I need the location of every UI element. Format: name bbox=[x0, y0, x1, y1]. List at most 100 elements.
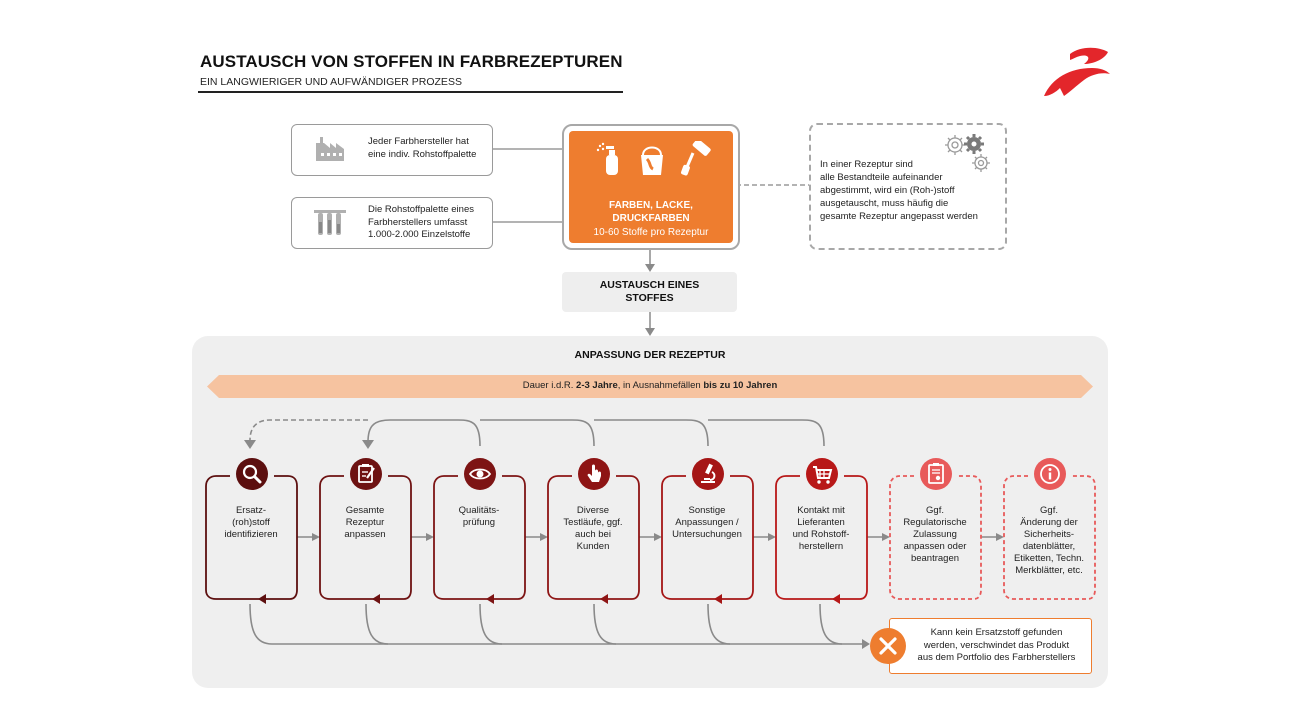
step-line: Ggf. bbox=[926, 505, 944, 516]
note-line: gesamte Rezeptur angepasst werden bbox=[820, 211, 978, 222]
step-line: Sicherheits- bbox=[1023, 529, 1075, 540]
step-2-label: Gesamte Rezeptur anpassen bbox=[320, 505, 410, 541]
eye-icon bbox=[468, 468, 492, 480]
shopping-cart-icon bbox=[813, 466, 833, 484]
duration-arrow bbox=[207, 375, 1093, 398]
step-line: Gesamte bbox=[345, 505, 385, 516]
step-7-circle bbox=[920, 458, 952, 490]
note-line: alle Bestandteile aufeinander bbox=[820, 172, 943, 183]
central-subtitle: 10-60 Stoffe pro Rezeptur bbox=[593, 227, 709, 238]
exchange-line: STOFFES bbox=[625, 292, 674, 304]
step-4-circle bbox=[578, 458, 610, 490]
adaptation-title: ANPASSUNG DER REZEPTUR bbox=[574, 349, 726, 361]
central-product-box: FARBEN, LACKE, DRUCKFARBEN 10-60 Stoffe … bbox=[562, 124, 740, 250]
step-line: prüfung bbox=[462, 517, 496, 528]
end-line: aus dem Portfolio des Farbherstellers bbox=[917, 652, 1076, 663]
duration-prefix: Dauer i.d.R. bbox=[522, 380, 577, 391]
step-line: Sonstige bbox=[688, 505, 726, 516]
step-5-label: Sonstige Anpassungen / Untersuchungen bbox=[662, 505, 752, 541]
step-line: anpassen oder bbox=[903, 541, 967, 552]
note-line: In einer Rezeptur sind bbox=[820, 159, 913, 170]
spray-can-icon bbox=[596, 142, 618, 175]
page-subtitle: EIN LANGWIERIGER UND AUFWÄNDIGER PROZESS bbox=[200, 76, 462, 88]
info-line: Farbherstellers umfasst bbox=[368, 216, 468, 228]
step-3-circle bbox=[464, 458, 496, 490]
step-line: Untersuchungen bbox=[672, 529, 742, 540]
end-circle bbox=[870, 628, 906, 664]
central-title: FARBEN, LACKE, DRUCKFARBEN bbox=[569, 199, 733, 225]
duration-mid: , in Ausnahmefällen bbox=[617, 380, 704, 391]
info-box-substance-count: Die Rohstoffpalette eines Farbhersteller… bbox=[291, 197, 493, 249]
microscope-icon bbox=[701, 463, 716, 483]
central-title-line: FARBEN, LACKE, bbox=[609, 200, 693, 211]
factory-icon bbox=[316, 137, 344, 161]
step-line: (roh)stoff bbox=[232, 517, 270, 528]
gears-icon bbox=[945, 134, 990, 172]
step-line: Änderung der bbox=[1020, 517, 1078, 528]
step-line: herstellern bbox=[798, 541, 844, 552]
step-line: Lieferanten bbox=[797, 517, 845, 528]
step-line: Kontakt mit bbox=[797, 505, 845, 516]
brand-logo-icon bbox=[1044, 47, 1110, 96]
duration-typical: 2-3 Jahre bbox=[576, 380, 618, 391]
step-8-circle bbox=[1034, 458, 1066, 490]
step-8-label: Ggf. Änderung der Sicherheits- datenblät… bbox=[1004, 505, 1094, 577]
step-line: Etiketten, Techn. bbox=[1013, 553, 1085, 564]
title-underline bbox=[198, 91, 623, 93]
step-4-label: Diverse Testläufe, ggf. auch bei Kunden bbox=[548, 505, 638, 553]
note-line: abgestimmt, wird ein (Roh-)stoff bbox=[820, 185, 955, 196]
step-1-label: Ersatz- (roh)stoff identifizieren bbox=[206, 505, 296, 541]
step-line: beantragen bbox=[910, 553, 960, 564]
step-line: Regulatorische bbox=[903, 517, 967, 528]
info-line: Die Rohstoffpalette eines bbox=[368, 204, 474, 215]
central-product-panel: FARBEN, LACKE, DRUCKFARBEN 10-60 Stoffe … bbox=[569, 131, 733, 243]
step-1-circle bbox=[236, 458, 268, 490]
step-line: Rezeptur bbox=[345, 517, 385, 528]
info-line: Jeder Farbhersteller hat bbox=[368, 136, 469, 147]
close-icon bbox=[879, 637, 897, 655]
info-line: 1.000-2.000 Einzelstoffe bbox=[368, 229, 471, 240]
note-line: ausgetauscht, muss häufig die bbox=[820, 198, 949, 209]
exchange-box: AUSTAUSCH EINES STOFFES bbox=[562, 272, 737, 312]
paint-roller-icon bbox=[681, 141, 711, 176]
clipboard-edit-icon bbox=[358, 464, 375, 483]
step-line: Diverse bbox=[576, 505, 610, 516]
step-line: Zulassung bbox=[913, 529, 957, 540]
page-title: AUSTAUSCH VON STOFFEN IN FARBREZEPTUREN bbox=[200, 52, 623, 71]
step-line: Qualitäts- bbox=[458, 505, 500, 516]
magnifier-icon bbox=[242, 464, 262, 484]
step-7-label: Ggf. Regulatorische Zulassung anpassen o… bbox=[890, 505, 980, 565]
step-line: anpassen bbox=[344, 529, 386, 540]
step-6-label: Kontakt mit Lieferanten und Rohstoff- he… bbox=[776, 505, 866, 553]
step-5-circle bbox=[692, 458, 724, 490]
step-line: Testläufe, ggf. bbox=[563, 517, 623, 528]
step-line: Kunden bbox=[576, 541, 610, 552]
paint-bucket-icon bbox=[641, 146, 663, 175]
central-title-line: DRUCKFARBEN bbox=[612, 213, 690, 224]
exchange-line: AUSTAUSCH EINES bbox=[599, 279, 700, 291]
step-line: identifizieren bbox=[224, 529, 278, 540]
step-3-label: Qualitäts- prüfung bbox=[434, 505, 524, 529]
step-6-circle bbox=[806, 458, 838, 490]
step-line: Anpassungen / bbox=[675, 517, 739, 528]
info-icon bbox=[1040, 464, 1060, 484]
duration-label: Dauer i.d.R. 2-3 Jahre, in Ausnahmefälle… bbox=[207, 380, 1093, 391]
certificate-icon bbox=[928, 463, 944, 484]
end-line: Kann kein Ersatzstoff gefunden bbox=[930, 627, 1063, 638]
step-line: Ersatz- bbox=[235, 505, 267, 516]
recipe-note-box: In einer Rezeptur sind alle Bestandteile… bbox=[809, 123, 1007, 250]
duration-max: bis zu 10 Jahren bbox=[703, 380, 778, 391]
info-box-raw-material-palette: Jeder Farbhersteller hat eine indiv. Roh… bbox=[291, 124, 493, 176]
tap-hand-icon bbox=[587, 464, 601, 482]
end-result-box: Kann kein Ersatzstoff gefunden werden, v… bbox=[889, 618, 1092, 674]
step-line: datenblätter, bbox=[1022, 541, 1076, 552]
info-line: eine indiv. Rohstoffpalette bbox=[368, 148, 477, 160]
step-2-circle bbox=[350, 458, 382, 490]
end-line: werden, verschwindet das Produkt bbox=[923, 639, 1070, 651]
step-line: Merkblätter, etc. bbox=[1015, 565, 1083, 576]
test-tubes-icon bbox=[314, 210, 346, 235]
step-line: auch bei bbox=[575, 529, 611, 540]
step-line: und Rohstoff- bbox=[792, 529, 850, 540]
